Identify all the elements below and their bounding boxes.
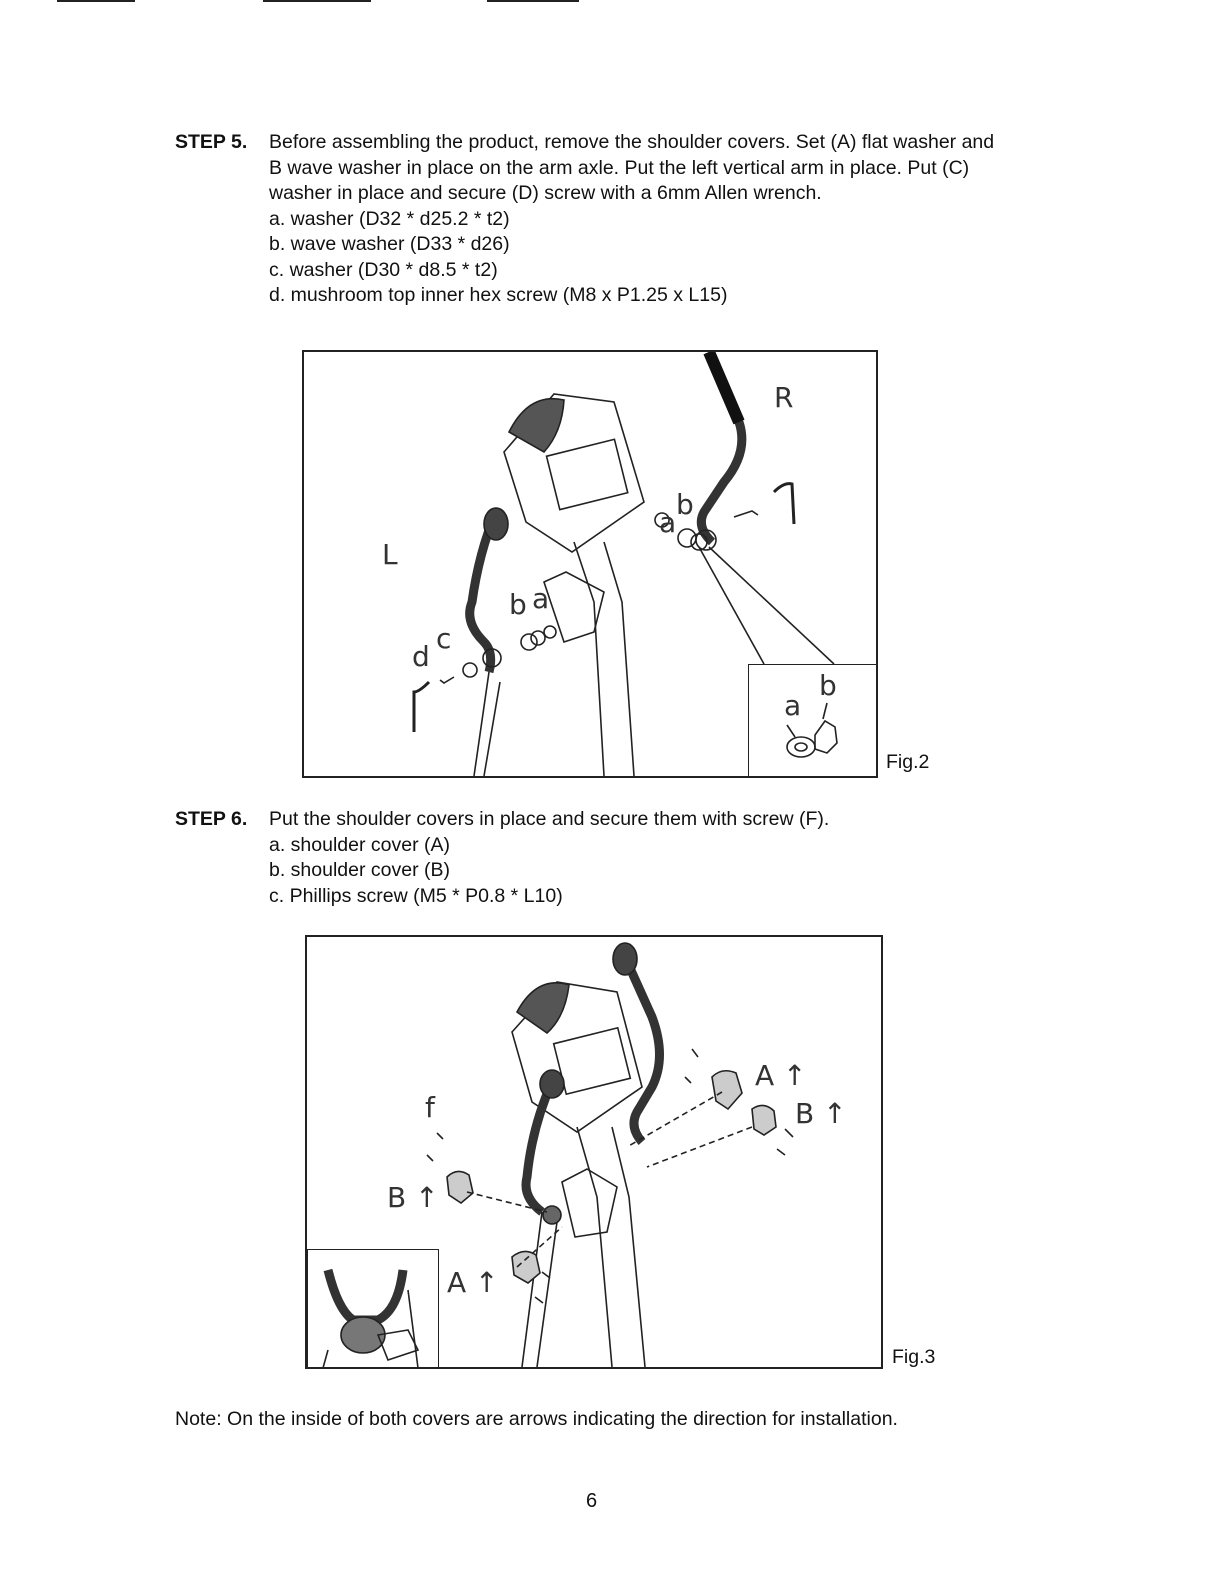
step-5: STEP 5. Before assembling the product, r…: [0, 130, 1219, 340]
console-screen: [545, 438, 629, 511]
step-6: STEP 6. Put the shoulder covers in place…: [0, 807, 1219, 917]
figure-2-inset: b a: [748, 664, 876, 776]
label-d-left: d: [412, 640, 430, 673]
step-5-text: Before assembling the product, remove th…: [269, 131, 995, 204]
label-b-left: b: [509, 588, 527, 621]
figure-3-caption: Fig.3: [892, 1346, 936, 1368]
label-a-left: a: [532, 582, 549, 615]
label-a-left: A ↑: [447, 1266, 499, 1299]
top-rule-3: [487, 0, 579, 2]
console-outline: [503, 393, 645, 553]
inset-drawing: b a: [784, 669, 838, 758]
step-5-item-a: a. washer (D32 * d25.2 * t2): [269, 207, 510, 230]
label-right: R: [774, 381, 793, 414]
label-f: f: [425, 1091, 436, 1124]
top-rule-2: [263, 0, 371, 2]
step-6-body: Put the shoulder covers in place and sec…: [269, 807, 999, 909]
step-6-item-a: a. shoulder cover (A): [269, 833, 450, 856]
step-5-body: Before assembling the product, remove th…: [269, 130, 999, 309]
figure-2-caption: Fig.2: [886, 751, 930, 773]
installation-note: Note: On the inside of both covers are a…: [175, 1408, 898, 1430]
inset-label-a: a: [784, 689, 801, 722]
label-a-right: a: [659, 506, 676, 539]
figure-3-drawing: A ↑ B ↑ f B ↑ A ↑: [387, 942, 847, 1367]
figure-3-inset: [307, 1249, 439, 1367]
figure-2-illustration: R L a b b a c d b a: [302, 350, 878, 778]
step-5-item-d: d. mushroom top inner hex screw (M8 x P1…: [269, 284, 728, 306]
label-b-right: b: [676, 488, 694, 521]
step-5-item-c: c. washer (D30 * d8.5 * t2): [269, 258, 498, 281]
step-5-item-b: b. wave washer (D33 * d26): [269, 233, 510, 255]
step-5-label: STEP 5.: [175, 131, 248, 153]
label-left: L: [382, 538, 398, 571]
label-a-arrow: A ↑: [755, 1059, 807, 1092]
step-5-items: a. washer (D32 * d25.2 * t2) b. wave was…: [269, 207, 999, 309]
step-6-label: STEP 6.: [175, 808, 248, 830]
inset-drawing-3: [322, 1268, 420, 1367]
step-6-item-b: b. shoulder cover (B): [269, 859, 450, 881]
label-b-left: B ↑: [387, 1181, 439, 1214]
top-rule-1: [57, 0, 135, 2]
step-6-item-c: c. Phillips screw (M5 * P0.8 * L10): [269, 884, 563, 907]
label-b-arrow: B ↑: [795, 1097, 847, 1130]
step-6-text: Put the shoulder covers in place and sec…: [269, 808, 830, 830]
figure-3-illustration: A ↑ B ↑ f B ↑ A ↑: [305, 935, 883, 1369]
step-6-items: a. shoulder cover (A) b. shoulder cover …: [269, 833, 999, 910]
figure-2-drawing: R L a b b a c d: [382, 352, 835, 776]
label-c-left: c: [436, 622, 451, 655]
page-number: 6: [585, 1490, 598, 1512]
inset-label-b: b: [819, 669, 837, 702]
